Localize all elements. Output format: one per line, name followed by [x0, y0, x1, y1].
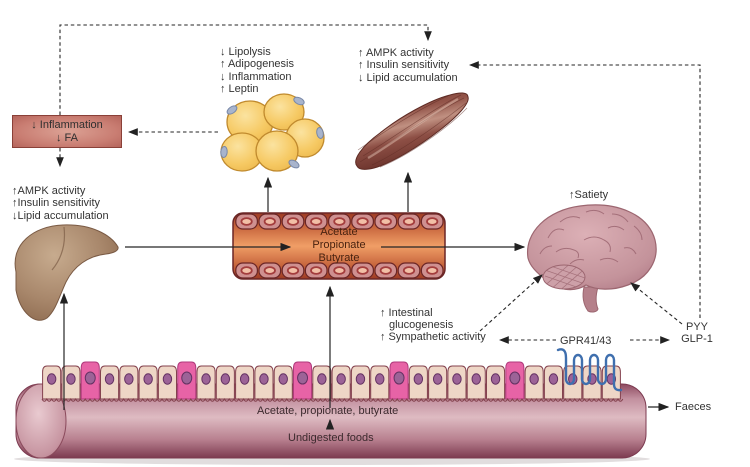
dashed-hormones-to-muscle-effects	[468, 61, 701, 318]
box-line-inflammation: ↓ Inflammation	[31, 118, 103, 131]
gpr41-43-label: GPR41/43	[560, 335, 612, 347]
adipocyte-nuclei	[220, 96, 324, 169]
vessel-content-line: Propionate	[312, 239, 366, 251]
adipocytes-illustration	[220, 93, 325, 172]
hormones-label: PYY GLP-1	[677, 321, 717, 346]
brain-illustration	[527, 204, 657, 313]
vessel-content-line: Butyrate	[318, 252, 360, 264]
adipose-effect-line: ↑ Leptin	[220, 83, 259, 96]
adipose-effect-line: ↓ Inflammation	[220, 70, 292, 83]
liver-effect-line: ↑Insulin sensitivity	[12, 197, 101, 210]
gut-signal-line: ↑ Sympathetic activity	[380, 330, 486, 343]
satiety-label: ↑Satiety	[569, 189, 609, 201]
vessel-content-line: Acetate	[320, 226, 358, 238]
muscle-effects-list: ↑ AMPK activity ↑ Insulin sensitivity ↓ …	[358, 47, 458, 84]
dashed-hormones-to-brain	[630, 282, 683, 325]
vessel-body	[232, 212, 446, 280]
liver-illustration	[14, 224, 119, 321]
gut-signal-line: glucogenesis	[389, 318, 454, 331]
muscle-effect-line: ↓ Lipid accumulation	[358, 71, 458, 84]
intestine-end-cap	[15, 383, 67, 459]
adipose-effect-line: ↓ Lipolysis	[220, 46, 271, 58]
vessel-cells-bottom	[235, 262, 444, 279]
liver-effect-line: ↓Lipid accumulation	[12, 209, 109, 222]
box-line-fa: ↓ FA	[55, 131, 78, 144]
liver-effect-line: ↑AMPK activity	[12, 185, 86, 197]
vessel-cells-top	[235, 213, 444, 230]
blood-vessel-illustration	[232, 212, 446, 280]
vessel-contents-label: Acetate Propionate Butyrate	[233, 226, 445, 265]
muscle-illustration	[355, 92, 469, 170]
muscle-effect-line: ↑ Insulin sensitivity	[358, 59, 450, 72]
solid-arrows	[59, 171, 670, 430]
dashed-connectors	[56, 24, 701, 344]
muscle-fibers	[357, 94, 468, 168]
brain-gyri	[539, 209, 643, 265]
gpr41-43-receptor-icon	[556, 348, 623, 392]
dashed-box-to-muscle-effects	[59, 24, 432, 115]
epithelial-cells	[41, 361, 624, 402]
hormone-line-pyy: PYY	[685, 321, 708, 333]
brain-stem	[582, 286, 599, 313]
liver-effects-list: ↑AMPK activity ↑Insulin sensitivity ↓Lip…	[12, 185, 109, 222]
adipose-effects-list: ↓ Lipolysis ↑ Adipogenesis ↓ Inflammatio…	[220, 46, 294, 96]
lumen-scfa-label: Acetate, propionate, butyrate	[257, 405, 399, 417]
inflammation-fa-box: ↓ Inflammation ↓ FA	[12, 115, 122, 148]
muscle-effect-line: ↑ AMPK activity	[358, 47, 434, 59]
hormone-line-glp1: GLP-1	[681, 333, 713, 346]
faeces-label: Faeces	[675, 401, 712, 413]
dashed-glucogenesis-to-brain	[479, 274, 543, 332]
gut-signal-line: ↑ Intestinal	[380, 307, 433, 319]
adipose-effect-line: ↑ Adipogenesis	[220, 58, 294, 71]
undigested-foods-label: Undigested foods	[288, 432, 374, 444]
gut-signals-list: ↑ Intestinal glucogenesis ↑ Sympathetic …	[380, 307, 486, 343]
